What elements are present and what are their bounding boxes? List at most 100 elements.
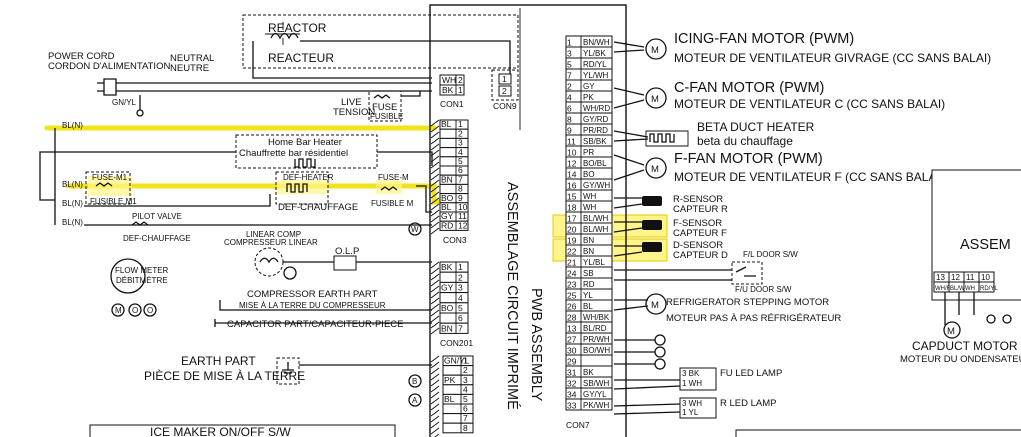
svg-text:M: M	[651, 300, 659, 311]
marker-o5-icon	[654, 358, 666, 370]
con7-color: BO/WH	[583, 346, 610, 355]
con3-row-color: GY	[441, 211, 454, 221]
con7-pin: 24	[567, 269, 577, 279]
hatch-line	[430, 397, 440, 405]
hatch-line	[430, 143, 440, 151]
svg-text:O: O	[147, 306, 153, 315]
con7-pin: 17	[567, 214, 577, 224]
f-fan-label-fr: MOTEUR DE VENTILATEUR F (CC SANS BALAI)	[674, 170, 944, 184]
lower-row-pin: 6	[463, 404, 468, 414]
con7-color: BO/BL	[583, 159, 607, 168]
con201-row-pin: 2	[458, 272, 463, 282]
hatch-line	[430, 367, 440, 375]
lower-row-color: GN/YL	[444, 356, 470, 366]
con7-pin: 15	[567, 192, 577, 202]
far-conn-color: BL/WH	[950, 286, 969, 292]
far-conn-color-cell	[978, 281, 995, 293]
con7-color: BN	[583, 247, 594, 256]
con7-pin: 32	[567, 379, 577, 389]
hatch-line	[430, 327, 440, 335]
con7-pin: 9	[567, 126, 572, 136]
pwb-label-fr: ASSEMBLAGE CIRCUIT IMPRIMÉ	[504, 182, 521, 410]
home-bar-heater: Home Bar Heater Chauffrette bar résident…	[39, 134, 433, 201]
hatch-line	[430, 221, 440, 229]
lower-row-pin: 8	[463, 423, 468, 433]
flow-meter-label: FLOW METER	[115, 266, 169, 275]
beta-heater-label-fr: beta du chauffage	[697, 134, 793, 148]
r-sensor-label-fr: CAPTEUR R	[673, 204, 728, 215]
con7-color: GY/RD	[583, 115, 609, 124]
con7-pin: 4	[567, 93, 572, 103]
r-led-lamp-icon	[679, 397, 717, 419]
blue-neutral-wires: BL(N) BL(N) BL(N) BL(N)	[54, 121, 432, 227]
pilot-valve-label-fr: DEF-CHAUFFAGE	[123, 234, 191, 243]
hatch-line	[430, 315, 440, 323]
hatch-line	[430, 131, 440, 139]
con3-row-pin: 5	[458, 156, 463, 166]
assem-label: ASSEM	[960, 237, 1011, 253]
con7-pin: 10	[567, 148, 577, 158]
con9: 1 2 CON9	[491, 69, 519, 111]
fuse-m-label-fr: FUSIBLE M	[371, 199, 414, 208]
con7-label: CON7	[566, 420, 590, 430]
con7-pin: 5	[567, 60, 572, 70]
hatch-line	[430, 191, 440, 199]
con7-pin: 11	[567, 137, 576, 147]
hatch-line	[430, 409, 440, 417]
con7-pin: 1	[567, 38, 572, 48]
con7-pin: 16	[567, 181, 577, 191]
hatch-line	[430, 421, 440, 429]
ice-maker-switch: ICE MAKER ON/OFF S/W	[89, 424, 396, 437]
con7-color: PK	[583, 93, 594, 102]
hatch-line	[430, 379, 440, 387]
con201-row-cell	[439, 312, 469, 324]
hatch-line	[430, 197, 440, 205]
stepping-motor-label-fr: MOTEUR PAS À PAS RÉFRIGÉRATEUR	[666, 313, 841, 324]
bln-label-3: BL(N)	[62, 199, 83, 208]
con7-pin: 22	[567, 247, 577, 257]
con3-row-pin: 4	[458, 147, 463, 157]
con7-pin: 6	[567, 104, 572, 114]
linear-comp-label-fr: COMPRESSEUR LINEAR	[224, 238, 318, 247]
con9-pin-2: 2	[502, 86, 507, 96]
con201-row-pin: 3	[458, 283, 463, 293]
home-bar-label: Home Bar Heater	[268, 137, 342, 148]
hatch-line	[430, 209, 440, 217]
pilot-valve: PILOT VALVE DEF-CHAUFFAGE	[123, 212, 191, 243]
con1-pin-2: 1	[458, 85, 463, 95]
con201-row-cell	[439, 271, 469, 283]
icing-fan-label-fr: MOTEUR DE VENTILATEUR GIVRAGE (CC SANS B…	[674, 51, 991, 65]
con7-pin: 13	[567, 324, 577, 334]
con9-pin-1: 1	[502, 74, 507, 84]
lower-row-pin: 1	[463, 356, 468, 366]
svg-text:3 WH: 3 WH	[682, 399, 702, 408]
compressor-earth-label: COMPRESSOR EARTH PART	[247, 289, 378, 300]
hatch-line	[430, 415, 440, 423]
d-sensor-icon	[642, 242, 662, 252]
con7-color: BN/WH	[583, 38, 610, 47]
svg-text:M: M	[947, 326, 955, 337]
pwb-label: PWB ASSEMBLY	[528, 288, 544, 402]
lower-row-color: BL	[444, 394, 455, 404]
con201-row-pin: 6	[458, 313, 463, 323]
marker-o6-icon	[986, 314, 996, 324]
con7-pin: 3	[567, 49, 572, 59]
door-switch-icon	[731, 261, 763, 285]
marker-a-icon	[408, 393, 422, 407]
svg-text:M: M	[115, 306, 122, 315]
lower-row-cell	[442, 365, 474, 376]
fuse-m1-label: FUSE-M1	[92, 173, 128, 182]
lower-row-cell	[442, 422, 474, 434]
con7-color: RD	[583, 280, 595, 289]
ground-icon	[136, 109, 144, 117]
con7-pin: 31	[567, 368, 577, 378]
hatch-line	[430, 149, 440, 157]
fuse-m1-label-fr: FUSIBLE M1	[90, 197, 137, 206]
con7-pin: 25	[567, 291, 577, 301]
marker-m-icon	[111, 303, 125, 317]
con3-row-cell	[439, 220, 469, 231]
con7-color: GY/YL	[583, 390, 607, 399]
earth-icon	[282, 362, 294, 374]
